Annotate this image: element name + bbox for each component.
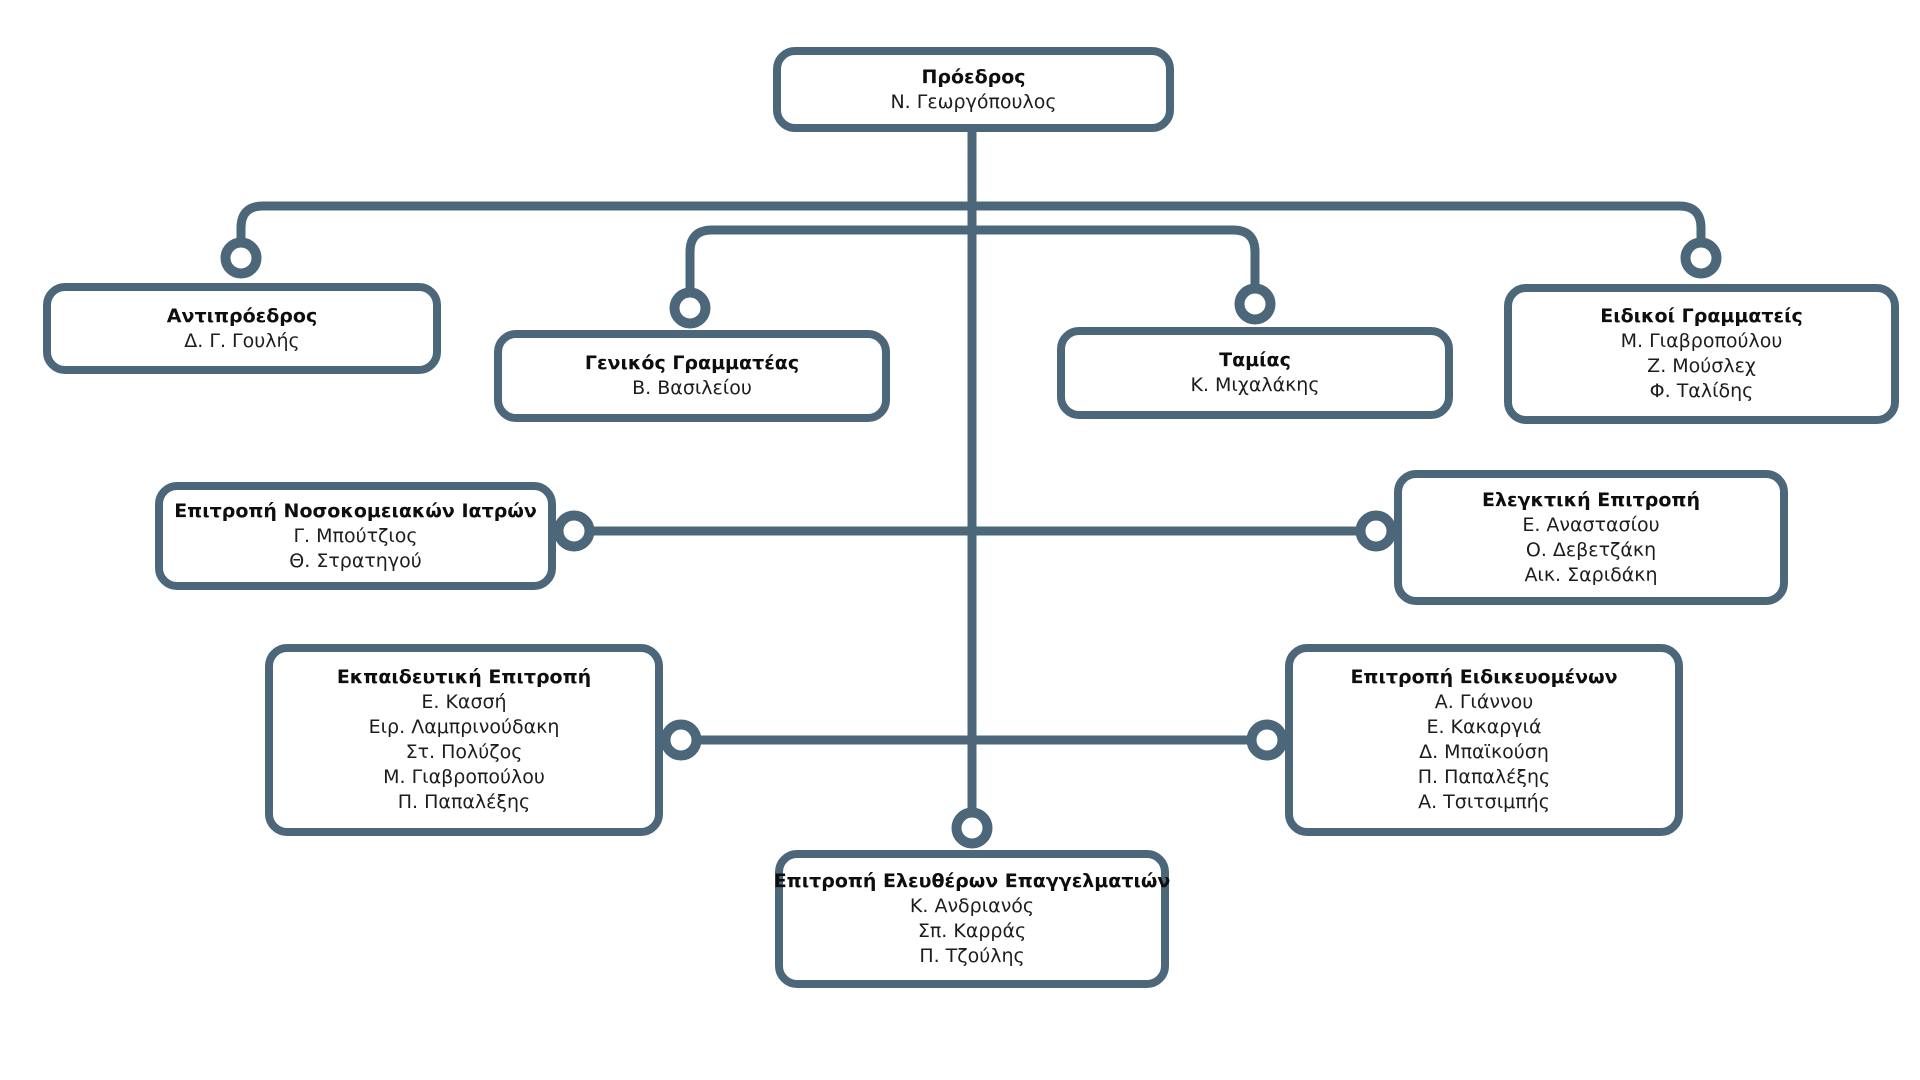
connector-ring (220, 237, 262, 279)
node-president: Πρόεδρος Ν. Γεωργόπουλος (773, 47, 1174, 132)
node-member: Α. Γιάννου (1434, 691, 1534, 713)
node-title: Ειδικοί Γραμματείς (1600, 305, 1803, 327)
node-residents-committee: Επιτροπή Ειδικευομένων Α. Γιάννου Ε. Κακ… (1285, 644, 1683, 836)
node-title: Ταμίας (1219, 349, 1291, 371)
node-member: Ο. Δεβετζάκη (1525, 538, 1657, 561)
node-member: Ε. Αναστασίου (1522, 513, 1660, 536)
node-title: Γενικός Γραμματέας (584, 352, 800, 374)
connector-ring (1680, 237, 1722, 279)
node-member: Κ. Μιχαλάκης (1190, 374, 1320, 396)
node-member: Δ. Μπαϊκούση (1419, 741, 1549, 763)
connector-ring (951, 807, 993, 849)
node-freelancers-committee: Επιτροπή Ελευθέρων Επαγγελματιών Κ. Ανδρ… (773, 850, 1171, 988)
node-title: Αντιπρόεδρος (166, 304, 318, 327)
connector-ring (1246, 719, 1288, 761)
node-vice-president: Αντιπρόεδρος Δ. Γ. Γουλής (43, 283, 441, 374)
node-title: Επιτροπή Ειδικευομένων (1350, 666, 1618, 688)
node-treasurer: Ταμίας Κ. Μιχαλάκης (1057, 327, 1453, 419)
node-title: Εκπαιδευτική Επιτροπή (336, 666, 592, 688)
node-member: Ε. Κασσή (421, 691, 507, 713)
connector-branch-outer (236, 201, 1706, 258)
node-member: Αικ. Σαριδάκη (1524, 563, 1658, 586)
node-member: Ε. Κακαργιά (1426, 716, 1542, 738)
node-member: Ειρ. Λαμπρινούδακη (368, 716, 560, 738)
node-member: Φ. Ταλίδης (1649, 380, 1754, 402)
node-title: Επιτροπή Ελευθέρων Επαγγελματιών (773, 870, 1171, 892)
connector-ring (660, 719, 702, 761)
node-member: Ν. Γεωργόπουλος (890, 90, 1057, 113)
node-title: Ελεγκτική Επιτροπή (1482, 488, 1700, 511)
node-member: Γ. Μπούτζιος (293, 524, 418, 547)
connector-ring (553, 510, 595, 552)
node-title: Πρόεδρος (921, 65, 1026, 88)
connector-branch-inner (685, 225, 1260, 308)
node-member: Στ. Πολύζος (405, 741, 523, 763)
node-hospital-doctors-committee: Επιτροπή Νοσοκομειακών Ιατρών Γ. Μπούτζι… (155, 482, 556, 590)
node-member: Μ. Γιαβροπούλου (383, 766, 545, 788)
node-title: Επιτροπή Νοσοκομειακών Ιατρών (174, 499, 537, 522)
node-member: Μ. Γιαβροπούλου (1620, 330, 1783, 352)
connector-ring (1355, 510, 1397, 552)
node-member: Π. Παπαλέξης (397, 791, 531, 813)
node-member: Σπ. Καρράς (917, 920, 1027, 942)
node-member: Θ. Στρατηγού (289, 549, 422, 572)
node-member: Α. Τσιτσιμπής (1418, 791, 1550, 813)
node-member: Β. Βασιλείου (632, 377, 752, 399)
connector-ring (1234, 283, 1276, 325)
node-member: Κ. Ανδριανός (909, 895, 1035, 917)
node-general-secretary: Γενικός Γραμματέας Β. Βασιλείου (494, 330, 890, 422)
node-education-committee: Εκπαιδευτική Επιτροπή Ε. Κασσή Ειρ. Λαμπ… (265, 644, 663, 836)
node-member: Δ. Γ. Γουλής (184, 329, 300, 352)
node-member: Π. Τζούλης (919, 945, 1025, 967)
node-member: Π. Παπαλέξης (1417, 766, 1551, 788)
node-special-secretaries: Ειδικοί Γραμματείς Μ. Γιαβροπούλου Ζ. Μο… (1504, 284, 1899, 424)
node-audit-committee: Ελεγκτική Επιτροπή Ε. Αναστασίου Ο. Δεβε… (1394, 470, 1788, 605)
connector-ring (669, 287, 711, 329)
node-member: Ζ. Μούσλεχ (1647, 355, 1756, 377)
